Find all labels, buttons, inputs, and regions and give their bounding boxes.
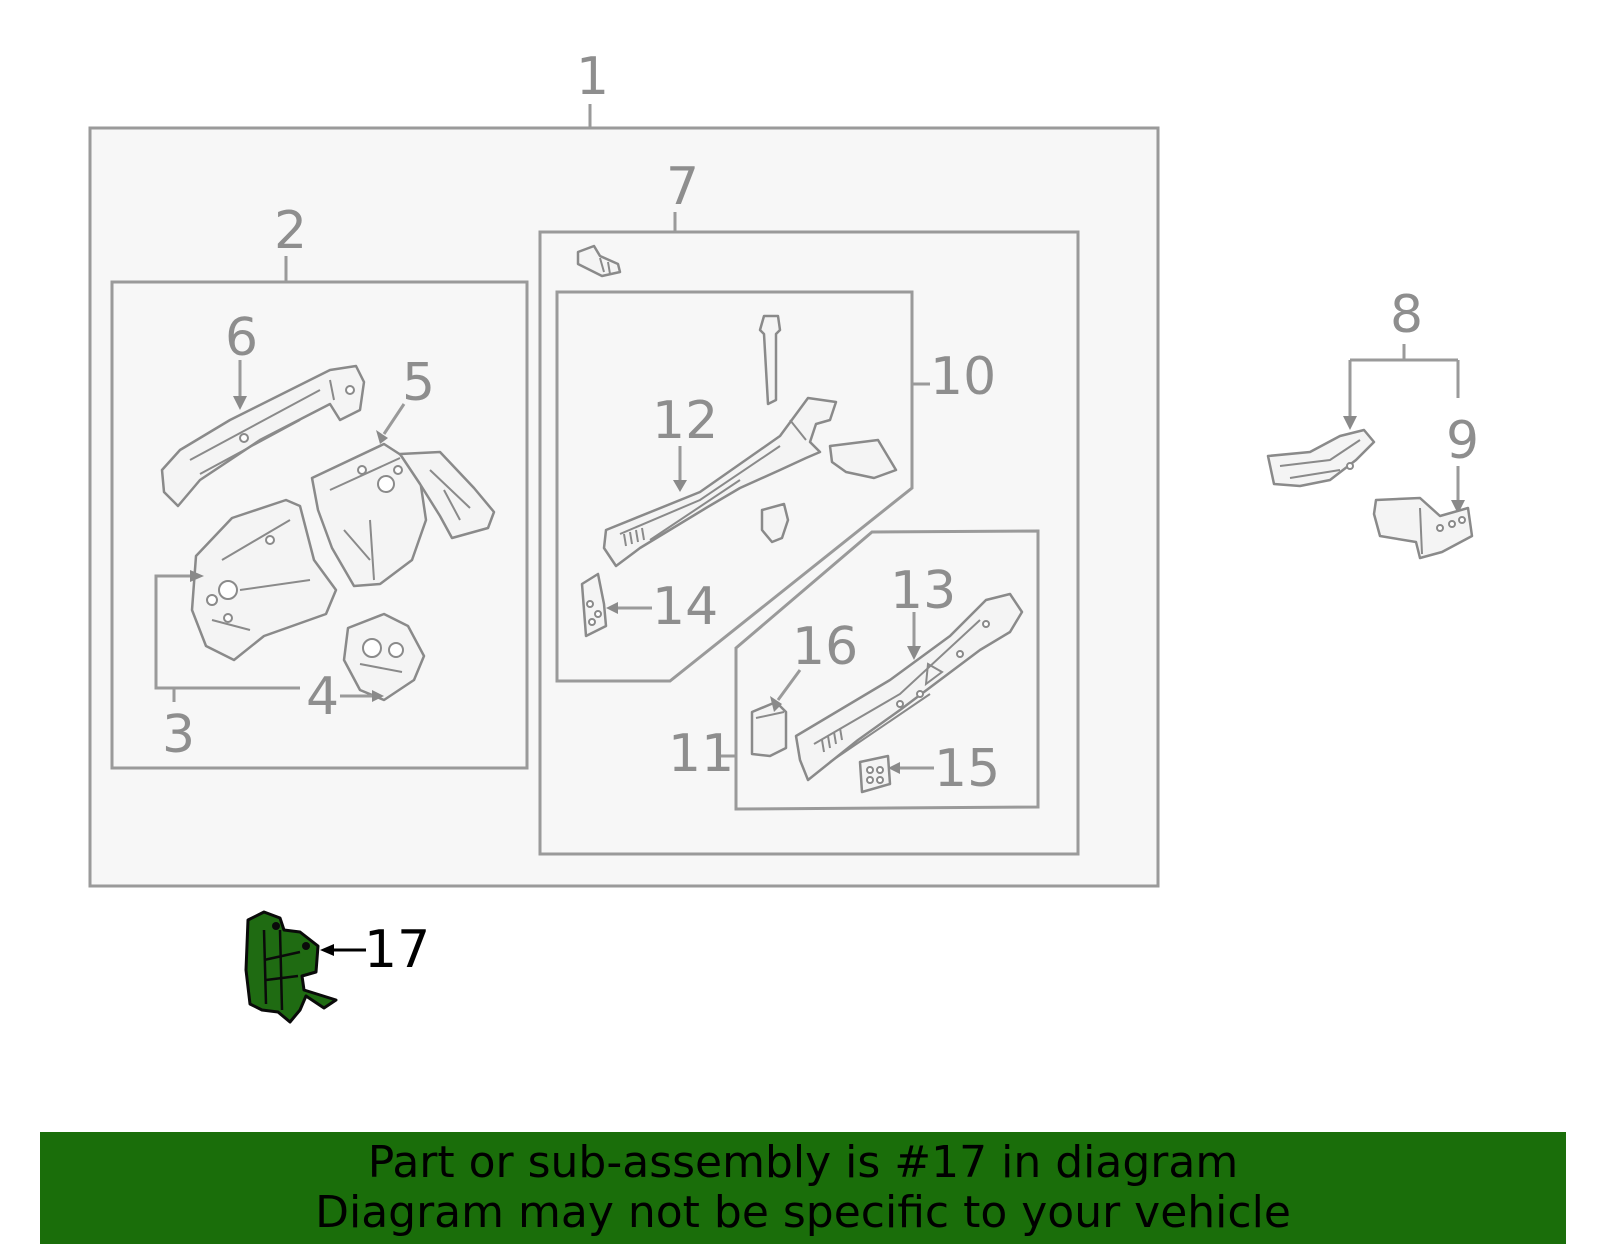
part-13 [794,592,1024,782]
arrow-13 [907,646,921,660]
arrow-8 [1343,416,1357,430]
part-17 [244,910,338,1024]
part-15 [858,754,892,794]
arrow-16 [770,696,782,712]
part-14 [580,572,608,638]
arrow-15 [888,762,900,774]
part-3 [190,498,338,662]
arrow-4 [372,690,384,702]
leader-16 [776,669,802,701]
callout-7: 7 [666,157,699,217]
callout-2: 2 [274,201,307,261]
arrow-5 [376,430,388,444]
leader-3 [154,574,300,690]
callout-15: 15 [934,739,1000,799]
callout-4: 4 [306,667,339,727]
info-banner: Part or sub-assembly is #17 in diagram D… [40,1132,1566,1244]
callout-5: 5 [402,353,435,413]
callout-14: 14 [652,577,718,637]
part-8 [1266,428,1376,488]
arrow-17 [320,944,334,956]
arrow-14 [606,602,618,614]
callout-8: 8 [1390,285,1423,345]
leader-8 [1348,344,1460,420]
part-5 [310,442,496,588]
part-4 [342,612,426,702]
callout-9: 9 [1446,411,1479,471]
callout-16: 16 [792,617,858,677]
part-9 [1372,496,1474,560]
stud-part [758,314,782,406]
leader-5 [382,403,406,435]
callout-3: 3 [162,705,195,765]
banner-line-2: Diagram may not be specific to your vehi… [315,1187,1291,1238]
arrow-12 [673,480,687,492]
part-12 [602,396,898,568]
part-16 [750,700,788,758]
callout-11: 11 [668,724,734,784]
callout-10: 10 [930,347,996,407]
callout-12: 12 [652,391,718,451]
bolt-part [576,244,622,278]
part-6 [160,364,366,508]
callout-13: 13 [890,561,956,621]
arrow-3 [190,570,204,582]
callout-17: 17 [364,920,430,980]
callout-6: 6 [225,308,258,368]
arrow-6 [233,396,247,410]
arrow-9 [1451,500,1465,514]
banner-line-1: Part or sub-assembly is #17 in diagram [367,1137,1239,1188]
callout-1: 1 [576,47,609,107]
